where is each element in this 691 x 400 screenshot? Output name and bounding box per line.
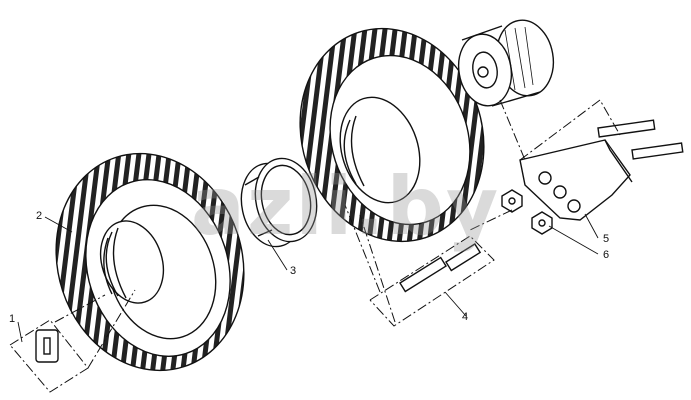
callout-2: 2 xyxy=(36,210,43,222)
nuts xyxy=(501,189,553,235)
callout-leaders xyxy=(17,213,599,343)
callout-4: 4 xyxy=(462,311,469,323)
callout-5: 5 xyxy=(603,233,610,245)
rim-band xyxy=(240,157,318,248)
callout-3: 3 xyxy=(290,265,297,277)
callout-1: 1 xyxy=(9,313,16,325)
bracket xyxy=(519,139,633,221)
lock-plate xyxy=(35,329,59,363)
center-wheel-assembly xyxy=(299,27,485,243)
studs xyxy=(597,119,684,160)
left-wheel-assembly xyxy=(55,152,245,372)
valve-parts xyxy=(399,243,482,293)
hub-drum xyxy=(457,19,555,107)
assembly-lines xyxy=(9,99,621,393)
callout-6: 6 xyxy=(603,249,610,261)
